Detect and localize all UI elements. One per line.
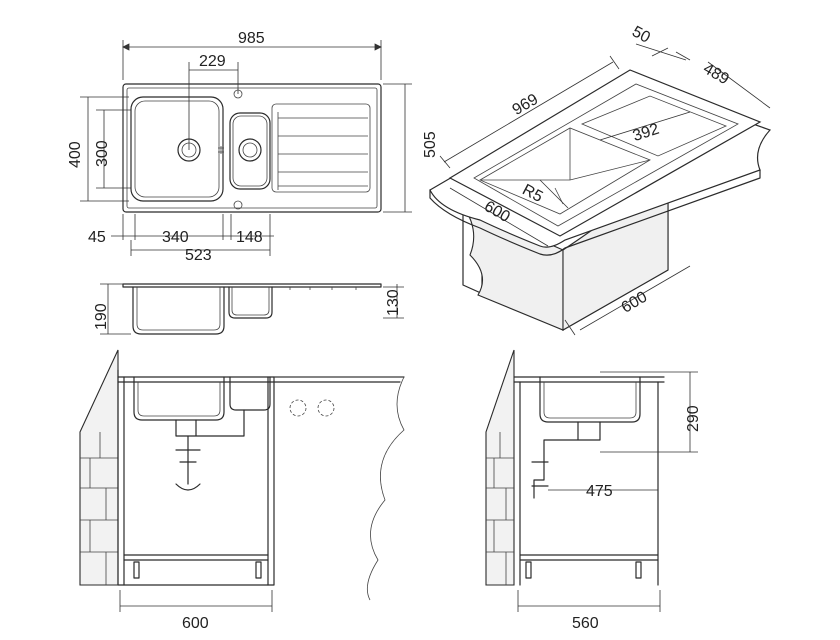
dim-130: 130 (385, 289, 402, 316)
sink-iso (448, 69, 762, 237)
prep-bowl-front (229, 376, 271, 411)
dim-475: 475 (586, 483, 613, 500)
prep-bowl-side (228, 286, 273, 319)
brick-wall-front (79, 349, 119, 586)
sink-outline-top (122, 83, 382, 213)
side-install-view: 290 475 560 (485, 349, 702, 632)
dim-148: 148 (236, 229, 263, 246)
dim-190: 190 (93, 303, 110, 330)
main-bowl-top (130, 96, 224, 202)
prep-bowl-top (229, 112, 271, 190)
prep-drain (238, 138, 262, 162)
dim-400: 400 (67, 141, 84, 168)
dim-985: 985 (238, 30, 265, 47)
bowl-side-install (539, 376, 641, 423)
dim-969: 969 (510, 91, 542, 119)
brick-wall-side (485, 349, 515, 586)
dim-560: 560 (572, 615, 599, 632)
dim-505: 505 (422, 131, 439, 158)
dim-523: 523 (185, 247, 212, 264)
countertop-front (117, 376, 405, 383)
dim-50: 50 (629, 23, 653, 46)
drainer (271, 103, 371, 193)
dim-300: 300 (94, 140, 111, 167)
dim-229: 229 (199, 53, 226, 70)
side-view: 190 130 (93, 283, 404, 335)
dim-489: 489 (700, 60, 732, 88)
iso-view: 969 50 489 392 R5 600 600 (429, 23, 772, 336)
front-install-view: 600 (79, 349, 405, 632)
main-bowl-side (132, 286, 225, 335)
top-view: 985 229 505 400 300 45 340 148 523 (67, 30, 439, 264)
dim-600-bottom: 600 (182, 615, 209, 632)
dim-45: 45 (88, 229, 106, 246)
dim-340: 340 (162, 229, 189, 246)
main-bowl-front (133, 376, 225, 421)
dim-290: 290 (685, 405, 702, 432)
overflow-hole (233, 200, 243, 210)
